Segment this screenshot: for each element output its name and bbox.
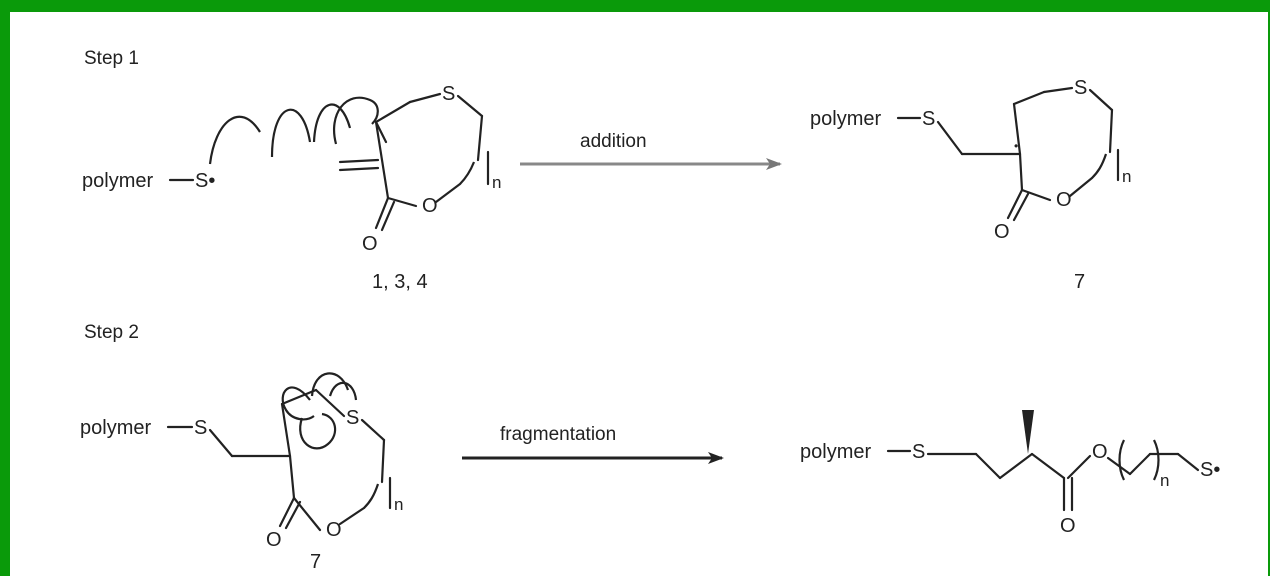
step1-ring-subscript-bracket-curve: [459, 161, 476, 185]
step1-sulfur-radical: S•: [195, 170, 215, 192]
step2-ring-sulfur: S: [346, 407, 359, 429]
step2-product-ester-oxygen: O: [1092, 441, 1108, 463]
step2-product-bond-c-o: [1066, 454, 1092, 480]
step2-ring-bond-d: [360, 418, 386, 442]
step2-product-subscript: n: [1160, 471, 1169, 490]
step2-ring-oxygen: O: [326, 519, 342, 541]
step1-ring-bond-cs: [408, 92, 442, 104]
reaction-scheme: Step 1 polymer S• S n O O 1, 3, 4 additi…: [80, 48, 1220, 573]
step2-label: Step 2: [84, 322, 139, 343]
step1-curly-arrow-3: [312, 103, 352, 143]
step2-product-sulfur: S: [912, 441, 925, 463]
step1-product-carbonyl-oxygen: O: [994, 221, 1010, 243]
step1-product-carbonyl-a: [1006, 188, 1024, 220]
step1-curly-arrow-4: [333, 96, 379, 145]
step1-product-radical-dot: •: [1014, 139, 1018, 153]
step1-reaction-label: addition: [580, 131, 647, 152]
step2-product-sulfur-radical: S•: [1200, 459, 1220, 481]
step2-curly-arrow-4: [328, 381, 358, 401]
step2-product-bracket-left: [1118, 439, 1125, 481]
step1-product-ring-bond-c: [1042, 86, 1074, 94]
step1-product-ring-bond-f: [1068, 176, 1094, 198]
step1-ring-bond-co: [434, 182, 462, 204]
step1-product-ring-bond-e: [1108, 108, 1114, 154]
step1-ring-oxygen: O: [422, 195, 438, 217]
step1-ring-subscript: n: [492, 173, 501, 192]
step2-reactant-polymer: polymer: [80, 417, 151, 439]
step1-methylene-bond-a: [338, 158, 380, 164]
step2-product-bracket-right: [1153, 439, 1160, 481]
step2-product-methyl-wedge: [1022, 410, 1034, 454]
step2-carbonyl-oxygen: O: [266, 529, 282, 551]
step2-reaction-label: fragmentation: [500, 424, 616, 445]
step1-ring-bond-c6: [476, 114, 484, 162]
step1-carbonyl-oxygen: O: [362, 233, 378, 255]
step2-ring-bond-e: [380, 438, 386, 484]
step1-product-subscript: n: [1122, 167, 1131, 186]
step1-ring-sulfur: S: [442, 83, 455, 105]
step1-ring-bond-c4: [374, 100, 412, 124]
step2-product-carbonyl-oxygen: O: [1060, 515, 1076, 537]
step2-product-bond-chain-a: [1128, 452, 1152, 476]
step1-product-ring-sulfur: S: [1074, 77, 1087, 99]
step1-product-ring-bond-d: [1088, 88, 1114, 112]
step2-carbonyl-b: [284, 500, 302, 530]
step2-curly-arrow-2: [299, 412, 337, 450]
step2-curly-arrow-1: [281, 386, 315, 421]
step1-product-ring-bond-b: [1012, 90, 1046, 106]
step1-product-sulfur: S: [922, 108, 935, 130]
step1-reactant-polymer: polymer: [82, 170, 153, 192]
step2-product-bond-chain-c: [1176, 452, 1200, 472]
step2-reactant-id: 7: [310, 551, 321, 573]
step2-carbonyl-a: [278, 496, 296, 528]
step2-ring-bond-f: [338, 506, 366, 526]
step2-reactant-sulfur: S: [194, 417, 207, 439]
step1-product-ring-bond-g: [1020, 188, 1052, 202]
step1-product-polymer: polymer: [810, 108, 881, 130]
step1-methylene-bond-b: [338, 166, 380, 172]
step1-exo-link: [374, 120, 388, 144]
step1-ring-bond-c3: [374, 120, 390, 200]
step1-product-ring-bond-a: [1012, 102, 1022, 156]
step1-curly-arrow-1: [208, 115, 261, 165]
step1-label: Step 1: [84, 48, 139, 69]
step1-product-id: 7: [1074, 271, 1085, 293]
step2-product-bond-ch-c: [998, 452, 1034, 480]
step2-ring-bond-c: [314, 388, 346, 418]
step1-product-carbonyl-b: [1012, 192, 1030, 222]
step1-carbonyl-bond-b: [380, 200, 396, 232]
step1-carbonyl-bond-a: [374, 196, 390, 230]
step1-ring-bond-oc: [386, 196, 418, 208]
step1-product-ring-oxygen: O: [1056, 189, 1072, 211]
scheme-frame: Step 1 polymer S• S n O O 1, 3, 4 additi…: [10, 12, 1268, 576]
step2-product-bond-ch2-ch: [974, 452, 1002, 480]
step1-product-bracket-curve: [1091, 153, 1108, 179]
step1-product-ring-bond-h: [1018, 152, 1024, 192]
step1-reactant-ids: 1, 3, 4: [372, 271, 428, 293]
step2-ring-subscript: n: [394, 495, 403, 514]
step2-ring-bond-g: [292, 496, 322, 532]
step2-ring-bond-h: [288, 454, 296, 500]
step1-product-bond-s-ch2: [936, 120, 964, 156]
step2-bond-s-ch2: [208, 428, 234, 458]
step1-ring-bond-sc: [456, 94, 484, 118]
step2-bracket-curve: [363, 483, 380, 509]
step2-ring-bond-a: [280, 402, 292, 458]
step2-product-bond-c-cooc: [1030, 452, 1066, 480]
step2-ring-bond-b: [280, 388, 318, 406]
step1-curly-arrow-2: [270, 108, 312, 158]
step2-product-polymer: polymer: [800, 441, 871, 463]
